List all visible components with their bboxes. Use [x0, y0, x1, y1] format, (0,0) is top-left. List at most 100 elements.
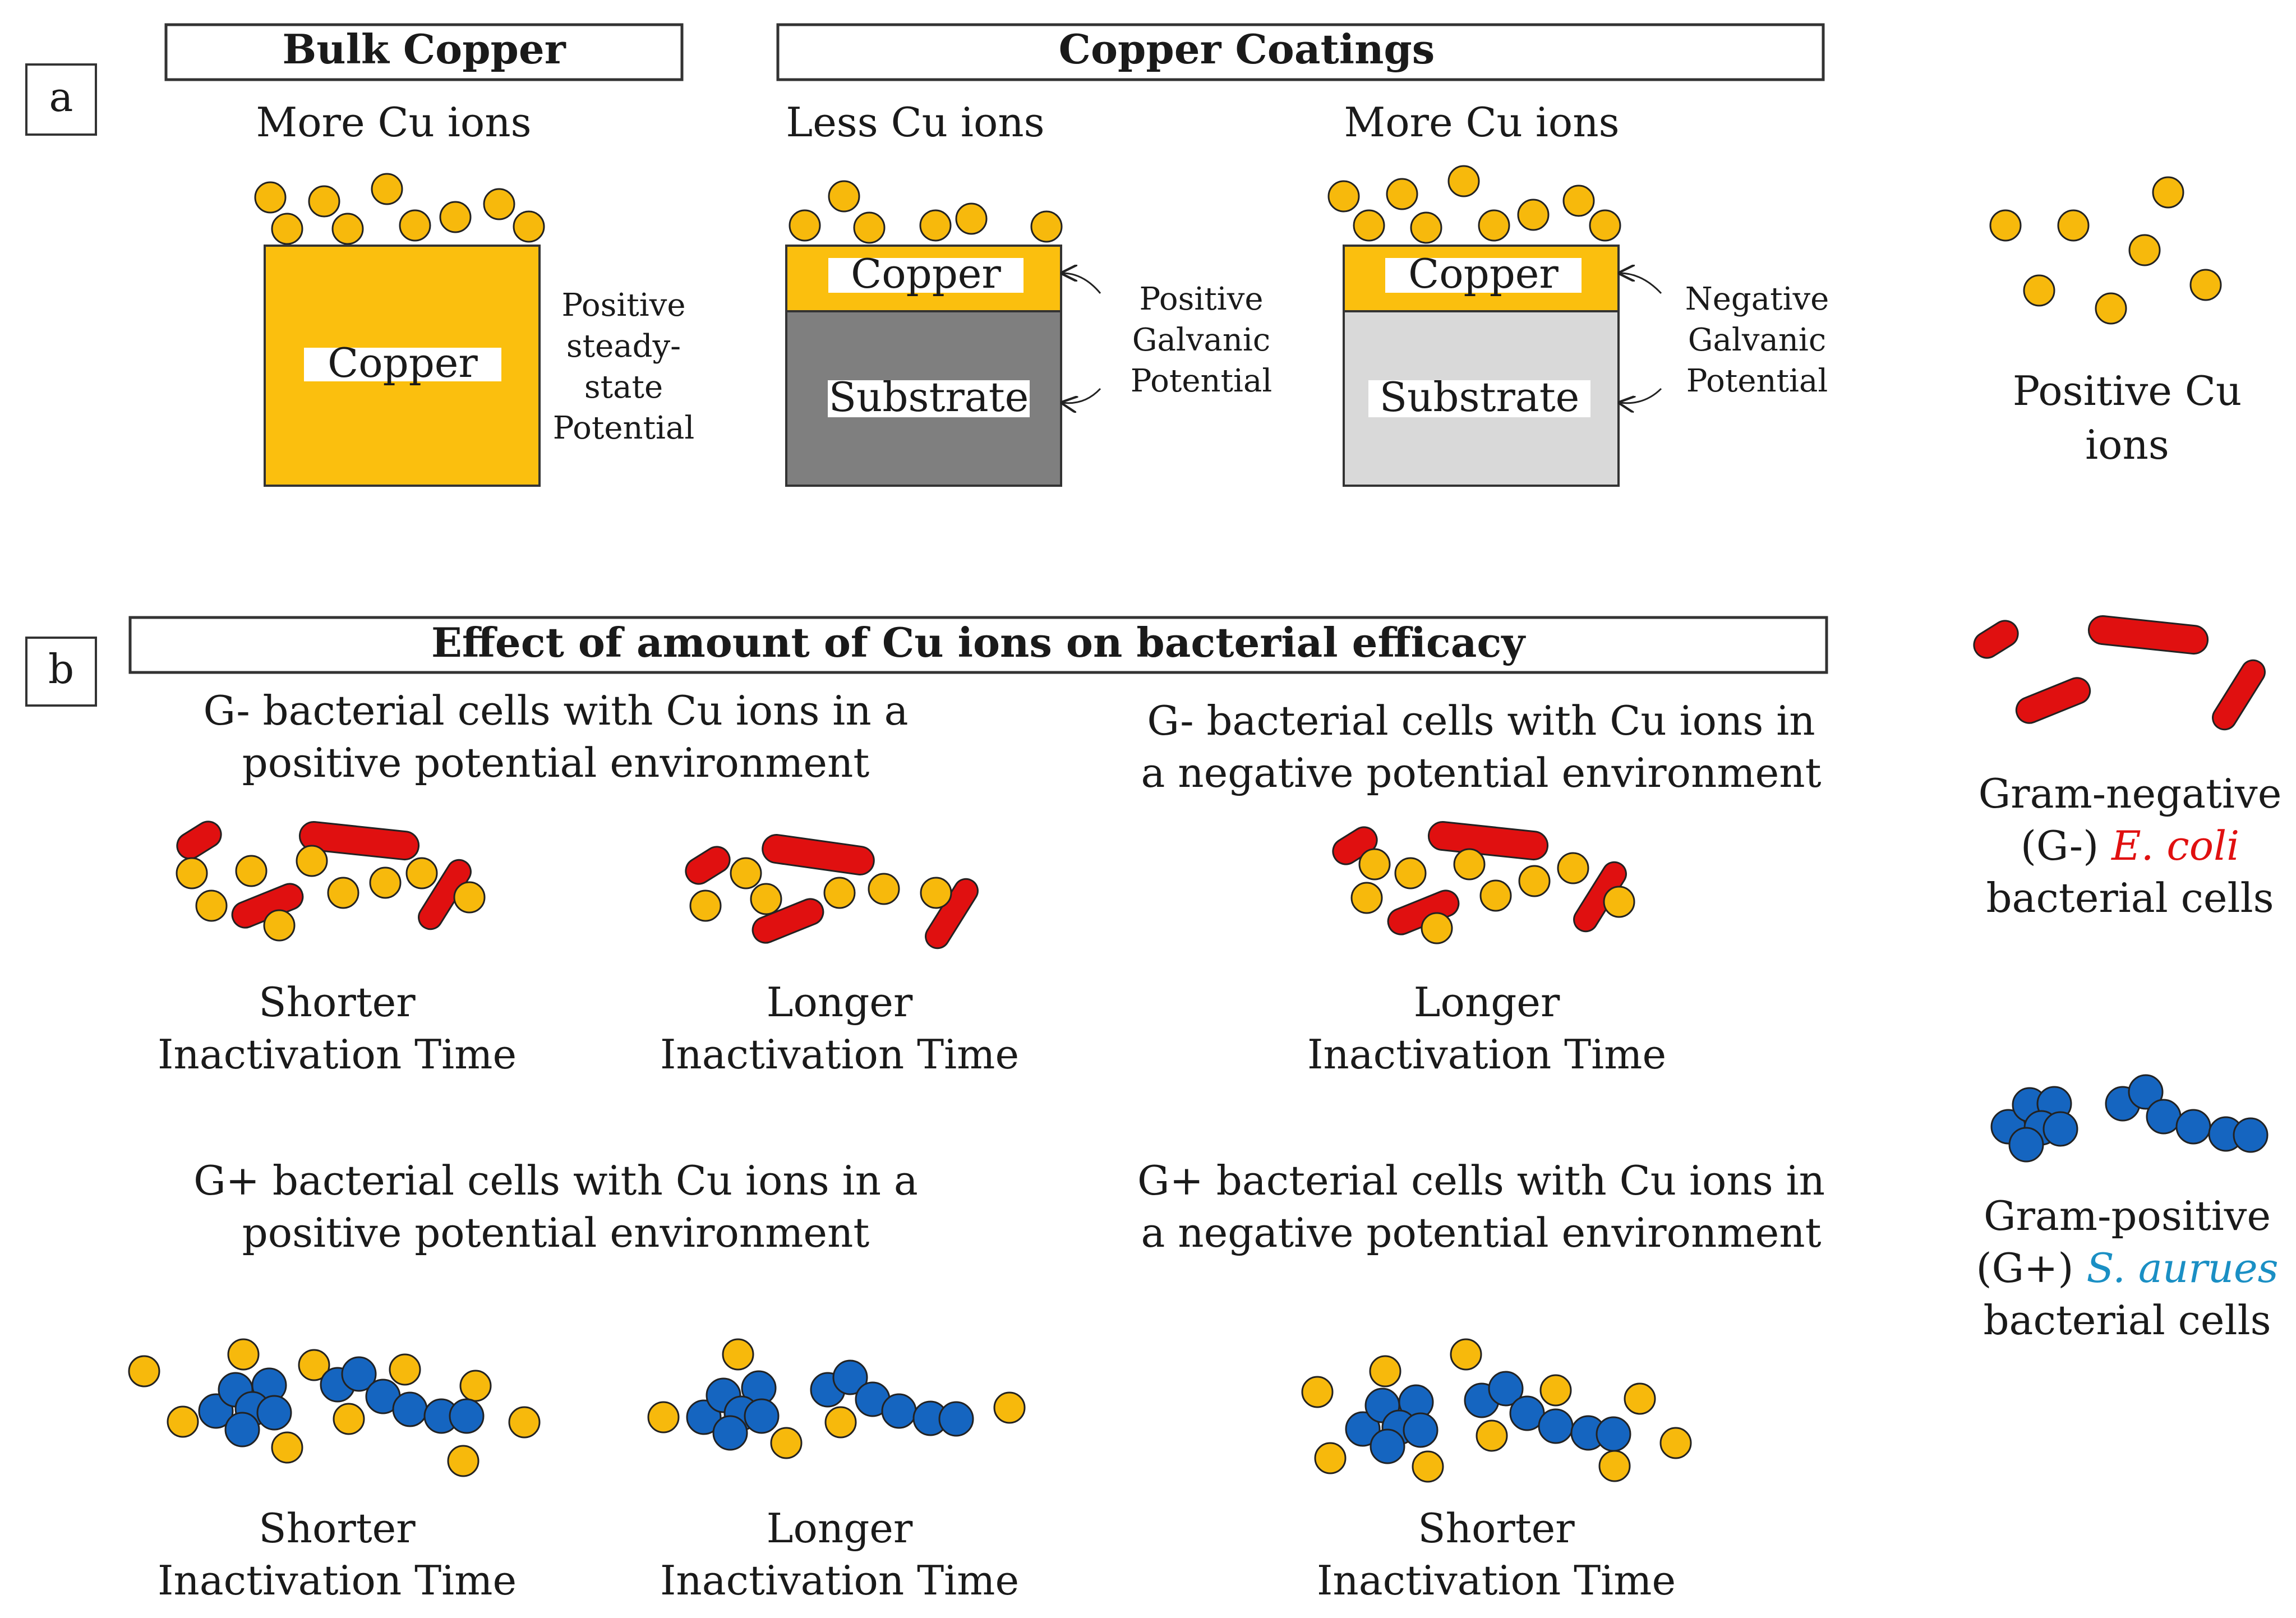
gneg-3-outcome-line-1: Longer: [1414, 979, 1560, 1026]
s-aureus-coccus: [712, 1415, 748, 1451]
gneg-group-2: [685, 834, 979, 949]
coating-positive-substrate-label-bg: [828, 380, 1030, 417]
legend-gram-negative-line-2: (G-) E. coli: [2021, 822, 2239, 869]
cu-ion: [1478, 209, 1510, 242]
coating-negative-potential-line-3: Potential: [1686, 363, 1828, 399]
cu-ion: [296, 845, 328, 877]
legend-gram-positive-line-2: (G+) S. aurues: [1976, 1244, 2278, 1292]
bulk-copper-header: Bulk Copper: [282, 25, 566, 73]
cu-ion: [1350, 882, 1383, 914]
coating-arrow: [1062, 273, 1101, 294]
cu-ion: [371, 173, 403, 205]
coating-positive-cu-ions: [789, 180, 1063, 244]
cu-ion: [298, 1349, 330, 1381]
gneg-3-outcome-line-2: Inactivation Time: [1307, 1031, 1666, 1078]
gpos-group-1: [128, 1338, 541, 1477]
e-coli-rod: [762, 834, 875, 875]
s-aureus-coccus: [1538, 1408, 1574, 1444]
e-coli-rod: [176, 820, 222, 860]
panel-a-label-box: [25, 63, 97, 136]
cu-ion: [1517, 199, 1550, 231]
gpos-positive-title-line-1: G+ bacterial cells with Cu ions in a: [193, 1157, 918, 1204]
gpos-2-outcome-line-1: Longer: [767, 1505, 913, 1552]
cu-ion: [1518, 865, 1551, 897]
cu-ion: [689, 889, 722, 922]
cu-ion: [195, 889, 228, 922]
cu-ion: [327, 877, 359, 909]
section-b-header-box: [128, 616, 1828, 674]
gneg-group-1: [176, 820, 486, 942]
legend-s-aureus-cells: [1990, 1074, 2269, 1163]
s-aureus-coccus: [224, 1412, 260, 1448]
s-aureus-coccus: [392, 1391, 428, 1427]
coating-negative-potential-line-1: Negative: [1685, 281, 1829, 317]
cu-ion: [853, 211, 886, 244]
coating-negative-copper-label-bg: [1385, 258, 1582, 293]
gneg-positive-title-line-1: G- bacterial cells with Cu ions in a: [203, 687, 908, 734]
gneg-2-outcome-line-1: Longer: [767, 979, 913, 1026]
legend-cu-ions-line-2: ions: [2085, 421, 2169, 468]
s-aureus-coccus: [449, 1398, 485, 1434]
cu-ion: [2023, 274, 2055, 307]
cu-ion: [919, 209, 952, 242]
gpos-2-outcome-line-2: Inactivation Time: [660, 1557, 1019, 1604]
cu-ion: [750, 883, 782, 915]
cu-ion: [1453, 848, 1486, 881]
s-aureus-coccus: [2146, 1099, 2182, 1135]
coating-positive-potential-line-1: Positive: [1140, 281, 1264, 317]
cu-ion: [955, 202, 988, 235]
legend-cu-ions: [1989, 176, 2222, 325]
cu-ion: [254, 181, 287, 214]
gneg-negative-title-line-1: G- bacterial cells with Cu ions in: [1147, 697, 1815, 744]
s-aureus-coccus: [938, 1401, 974, 1437]
cu-ion: [405, 857, 438, 889]
bulk-copper-header-box: [164, 23, 684, 81]
cu-ion: [308, 185, 340, 218]
cu-ion: [369, 866, 402, 899]
legend-gram-positive-line-1: Gram-positive: [1984, 1192, 2271, 1239]
cu-ion: [399, 209, 431, 242]
e-coli-rod: [1973, 620, 2019, 659]
cu-ion: [227, 1338, 260, 1371]
s-aureus-coccus: [2043, 1111, 2078, 1147]
gpos-group-3: [1301, 1338, 1692, 1483]
cu-ion: [128, 1355, 160, 1387]
cu-ion: [176, 857, 208, 889]
cu-ion: [263, 909, 296, 942]
cu-ion: [1562, 185, 1595, 217]
s-aureus-coccus: [1370, 1428, 1405, 1464]
cu-ion: [1030, 210, 1063, 243]
s-aureus-coccus: [1488, 1371, 1524, 1407]
s-aureus-coccus: [832, 1359, 868, 1395]
bulk-potential-line-2: steady-: [566, 328, 681, 365]
gneg-2-outcome-line-2: Inactivation Time: [660, 1031, 1019, 1078]
bulk-potential-line-4: Potential: [553, 410, 695, 446]
legend: Positive Cu ions Gram-negative (G-) E. c…: [1973, 176, 2282, 1344]
coating-positive-potential-line-3: Potential: [1131, 363, 1273, 399]
legend-e-coli-species: E. coli: [2110, 822, 2239, 869]
legend-gram-negative-line-3: bacterial cells: [1986, 874, 2274, 921]
legend-cu-ions-line-1: Positive Cu: [2013, 367, 2242, 414]
copper-coatings-header: Copper Coatings: [1059, 25, 1435, 73]
cu-ion: [2057, 209, 2090, 242]
panel-a: a Bulk Copper Copper Coatings More Cu io…: [25, 23, 1829, 487]
legend-gram-negative-line-1: Gram-negative: [1979, 770, 2282, 817]
cu-ion: [1447, 165, 1480, 197]
coating-negative-substrate-label-bg: [1368, 380, 1590, 417]
cu-ion: [1589, 209, 1621, 242]
cu-ion: [447, 1445, 480, 1477]
gneg-1-outcome-line-2: Inactivation Time: [158, 1031, 517, 1078]
cu-ion: [508, 1406, 541, 1439]
substrate-arrow: [1062, 388, 1101, 403]
cu-ion: [1603, 886, 1635, 918]
legend-gram-positive-prefix: (G+): [1976, 1244, 2086, 1292]
legend-gram-positive-line-3: bacterial cells: [1983, 1297, 2271, 1344]
legend-s-aureus-species: S. aurues: [2086, 1244, 2278, 1292]
coating-positive-substrate-label: Substrate: [829, 374, 1029, 421]
e-coli-rod: [298, 821, 420, 861]
legend-e-coli-cells: [1973, 615, 2266, 731]
s-aureus-coccus: [2008, 1127, 2044, 1163]
cu-ion: [271, 1431, 303, 1464]
legend-gram-negative-prefix: (G-): [2021, 822, 2111, 869]
